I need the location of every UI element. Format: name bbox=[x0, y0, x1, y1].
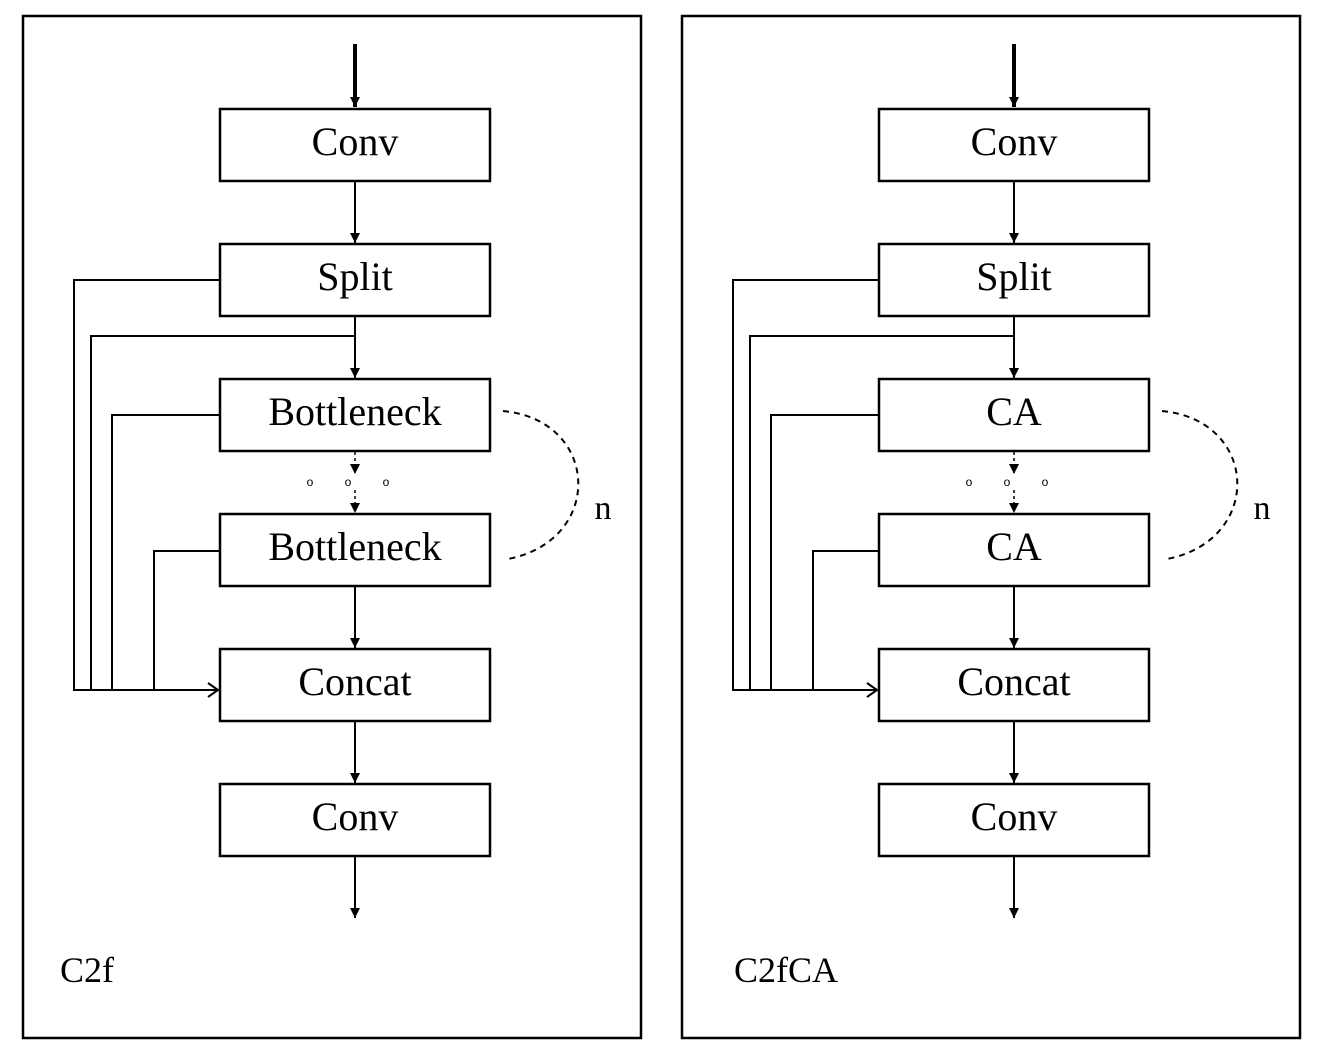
skip-split-to-concat bbox=[732, 279, 879, 698]
skip-ca-2 bbox=[812, 550, 879, 690]
skip-split-to-concat bbox=[73, 279, 220, 698]
block-bottleneck-1 bbox=[218, 377, 492, 453]
repeat-bracket bbox=[1161, 410, 1239, 560]
block-conv-1-label: Conv bbox=[971, 119, 1058, 164]
block-concat bbox=[877, 647, 1151, 723]
c2f-diagram: Conv Split Bottleneck Bottleneck Concat … bbox=[21, 14, 643, 1040]
block-split-label: Split bbox=[976, 254, 1052, 299]
ellipsis-dots: o o o bbox=[966, 475, 1063, 489]
block-concat bbox=[218, 647, 492, 723]
block-bottleneck-1-label: Bottleneck bbox=[268, 389, 441, 434]
block-bottleneck-2-label: Bottleneck bbox=[268, 524, 441, 569]
panel-label: C2fCA bbox=[734, 950, 838, 990]
panel-frame bbox=[680, 14, 1302, 1040]
ellipsis-dots: o o o bbox=[307, 475, 404, 489]
block-conv-1-label: Conv bbox=[312, 119, 399, 164]
block-conv-2 bbox=[877, 782, 1151, 858]
block-concat-label: Concat bbox=[298, 659, 411, 704]
block-split bbox=[218, 242, 492, 318]
panel-frame bbox=[21, 14, 643, 1040]
block-conv-1 bbox=[218, 107, 492, 183]
skip-bottleneck-2 bbox=[153, 550, 220, 690]
block-ca-2 bbox=[877, 512, 1151, 588]
skip-bottleneck-1 bbox=[111, 414, 220, 690]
repeat-bracket bbox=[502, 410, 580, 560]
panel-label: C2f bbox=[60, 950, 114, 990]
c2fca-diagram: Conv Split CA CA Concat Conv o o o n C2f… bbox=[680, 14, 1302, 1040]
block-ca-1 bbox=[877, 377, 1151, 453]
skip-split-branch bbox=[90, 335, 355, 690]
skip-split-branch bbox=[749, 335, 1014, 690]
block-split-label: Split bbox=[317, 254, 393, 299]
c2fca-panel: Conv Split CA CA Concat Conv o o o n C2f… bbox=[659, 0, 1318, 1054]
block-ca-2-label: CA bbox=[986, 524, 1042, 569]
block-conv-2-label: Conv bbox=[971, 794, 1058, 839]
block-conv-2-label: Conv bbox=[312, 794, 399, 839]
block-conv-2 bbox=[218, 782, 492, 858]
c2f-panel: Conv Split Bottleneck Bottleneck Concat … bbox=[21, 14, 643, 1040]
repeat-label: n bbox=[595, 490, 612, 527]
repeat-label: n bbox=[1254, 490, 1271, 527]
skip-ca-1 bbox=[770, 414, 879, 690]
block-bottleneck-2 bbox=[218, 512, 492, 588]
block-conv-1 bbox=[877, 107, 1151, 183]
block-ca-1-label: CA bbox=[986, 389, 1042, 434]
block-concat-label: Concat bbox=[957, 659, 1070, 704]
